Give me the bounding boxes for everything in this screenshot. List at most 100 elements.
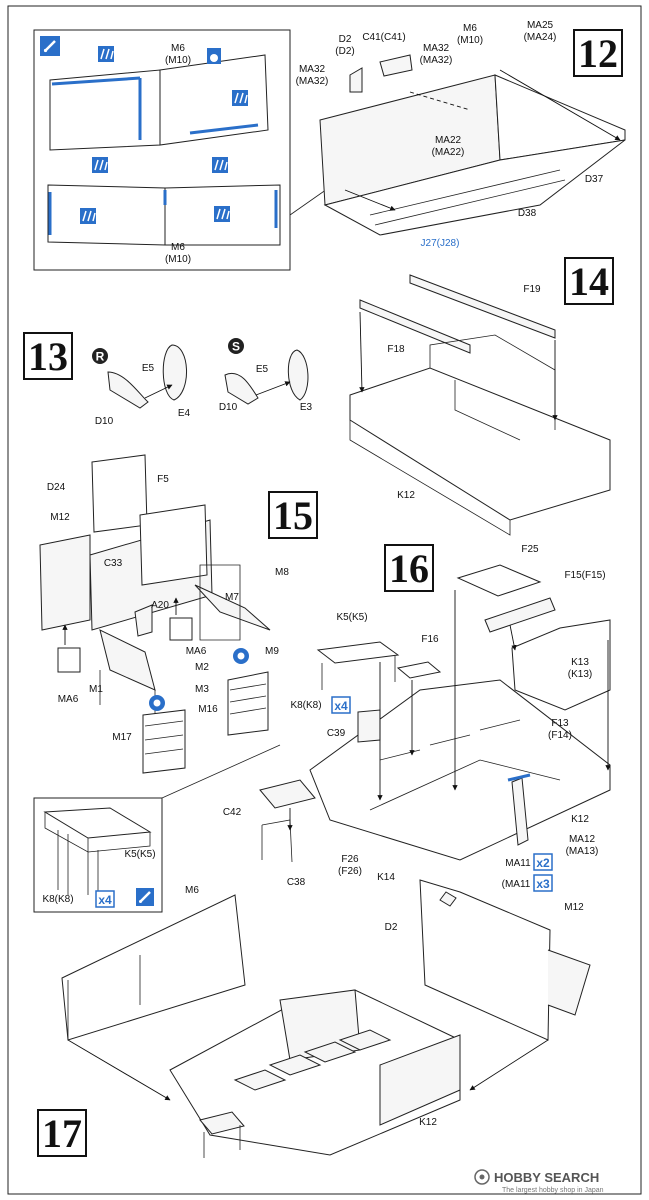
paint-icon <box>92 157 108 173</box>
label: F25 <box>521 544 539 555</box>
label: MA6 <box>58 694 79 705</box>
side-wall-m6-17 <box>61 894 246 1041</box>
label: M9 <box>265 646 279 657</box>
label: D10 <box>219 402 238 413</box>
part-ma12 <box>511 777 529 846</box>
mirror-icon <box>233 648 249 664</box>
part-m2 <box>99 629 156 691</box>
label: M6 <box>463 23 477 34</box>
right-side-badge <box>92 348 108 364</box>
label: F13 <box>551 718 569 729</box>
label: M6 <box>185 885 199 896</box>
label: x2 <box>536 856 550 870</box>
paint-icon <box>214 206 230 222</box>
part-c38 <box>261 819 293 863</box>
part-m16 <box>227 671 269 736</box>
label: D2 <box>339 34 352 45</box>
brand-name: HOBBY SEARCH <box>494 1170 599 1185</box>
multiplier-badge <box>95 890 115 908</box>
fold-seat <box>199 1111 245 1135</box>
mirror-icon <box>207 48 221 64</box>
multiplier-badge <box>331 696 351 714</box>
label: K12 <box>397 490 415 501</box>
label: (F26) <box>338 866 362 877</box>
part-d10-right <box>224 372 259 405</box>
label: C38 <box>287 877 306 888</box>
label: x3 <box>536 877 550 891</box>
label: K12 <box>419 1117 437 1128</box>
part-c42 <box>259 779 316 809</box>
label: (K13) <box>568 669 592 680</box>
label: M6 <box>171 242 185 253</box>
label: (MA22) <box>432 147 465 158</box>
watermark: HOBBY SEARCH The largest hobby shop in J… <box>474 1169 604 1194</box>
floor-d38 <box>323 139 626 236</box>
label: M7 <box>225 592 239 603</box>
label: C39 <box>327 728 346 739</box>
multiplier-badge <box>533 874 553 892</box>
label: E3 <box>300 402 313 413</box>
label: M12 <box>564 902 584 913</box>
paint-icon <box>232 90 248 106</box>
hull-k12-16 <box>309 679 611 861</box>
label: K13 <box>571 657 589 668</box>
part-c41 <box>379 54 413 77</box>
label: (MA24) <box>524 32 557 43</box>
paint-icon <box>80 208 96 224</box>
part-f15 <box>484 597 556 633</box>
part-k13 <box>511 619 611 711</box>
label: M16 <box>198 704 218 715</box>
label: M1 <box>89 684 103 695</box>
label: F18 <box>387 344 405 355</box>
label: R <box>96 350 105 364</box>
step-number: 14 <box>569 259 609 304</box>
label: M3 <box>195 684 209 695</box>
inset-lower-wall-left <box>47 184 166 246</box>
label: M6 <box>171 43 185 54</box>
label: K5(K5) <box>336 612 367 623</box>
multiplier-badge <box>533 853 553 871</box>
step-number: 13 <box>28 334 68 379</box>
part-k12-17 <box>379 1034 461 1126</box>
label: D2 <box>385 922 398 933</box>
part-d2 <box>349 67 363 93</box>
step-number: 16 <box>389 546 429 591</box>
part-ma6-right <box>169 617 193 641</box>
step-12: M6 (M10) M6 (M10) <box>33 20 626 271</box>
step-number: 17 <box>42 1111 82 1156</box>
step-number-box <box>384 544 434 592</box>
label: M2 <box>195 662 209 673</box>
glue-icon <box>136 888 154 906</box>
part-e5-right <box>287 349 309 401</box>
step-number-box <box>268 491 318 539</box>
page-border <box>7 5 642 1195</box>
inset-wall-right <box>159 54 269 146</box>
label: MA22 <box>435 135 462 146</box>
label: F19 <box>523 284 541 295</box>
label: (F14) <box>548 730 572 741</box>
label: MA6 <box>186 646 207 657</box>
step-13: 13 R E5 D10 E4 S E5 D10 E3 <box>23 332 313 427</box>
step-14: 14 F19 F18 K12 <box>349 257 614 536</box>
step-number: 15 <box>273 493 313 538</box>
part-f16 <box>396 661 442 679</box>
label: F15(F15) <box>564 570 605 581</box>
seat-cushion <box>268 1054 322 1076</box>
label: F16 <box>421 634 439 645</box>
label: (D2) <box>335 46 354 57</box>
seat-cushion <box>303 1041 357 1063</box>
part-ma6-left <box>57 647 81 673</box>
brand-logo-icon <box>474 1169 490 1185</box>
label: F26 <box>341 854 359 865</box>
label: (M10) <box>165 55 191 66</box>
step-number-box <box>23 332 73 380</box>
label: A20 <box>151 600 169 611</box>
label: MA12 <box>569 834 596 845</box>
label: C33 <box>104 558 123 569</box>
part-f5 <box>91 454 148 533</box>
label: K14 <box>377 872 395 883</box>
mirror-icon <box>149 695 165 711</box>
label: M17 <box>112 732 132 743</box>
part-m12 <box>39 534 91 631</box>
label: M12 <box>50 512 70 523</box>
